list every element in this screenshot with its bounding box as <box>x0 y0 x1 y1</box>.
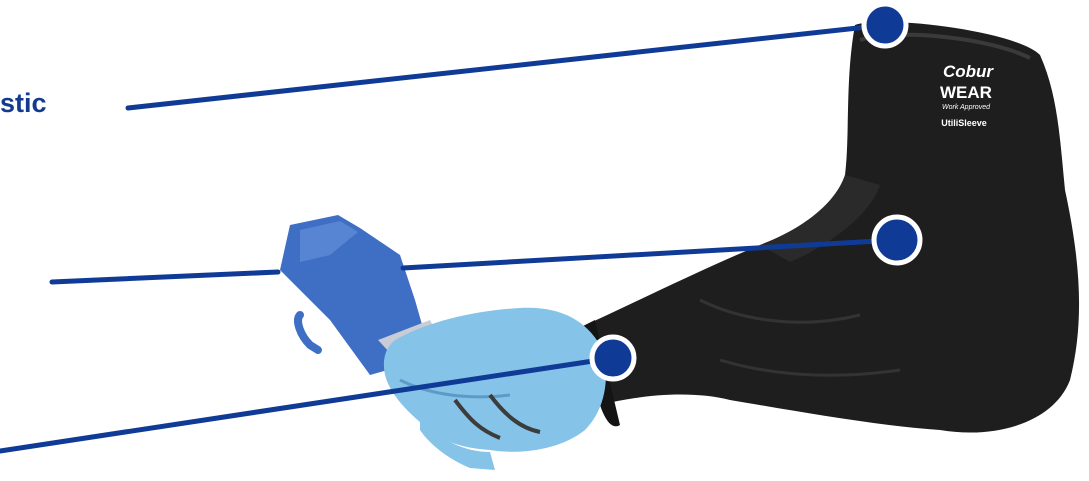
callout-label-1: stic <box>0 90 47 117</box>
dot-marker-icon[interactable] <box>592 337 634 379</box>
callout-line-2a <box>52 272 278 282</box>
bottle-handle <box>298 315 318 350</box>
glove-hand <box>384 308 606 452</box>
logo-word: WEAR <box>940 83 992 102</box>
dot-marker-icon[interactable] <box>874 217 920 263</box>
callout-line-1 <box>128 25 885 108</box>
product-name: UtiliSleeve <box>941 118 987 128</box>
sleeve <box>575 22 1079 433</box>
logo-script: Cobur <box>943 62 994 81</box>
logo-tagline: Work Approved <box>942 104 991 111</box>
brand-logo: Cobur WEAR Work Approved UtiliSleeve <box>940 62 994 128</box>
dot-marker-icon[interactable] <box>864 4 906 46</box>
